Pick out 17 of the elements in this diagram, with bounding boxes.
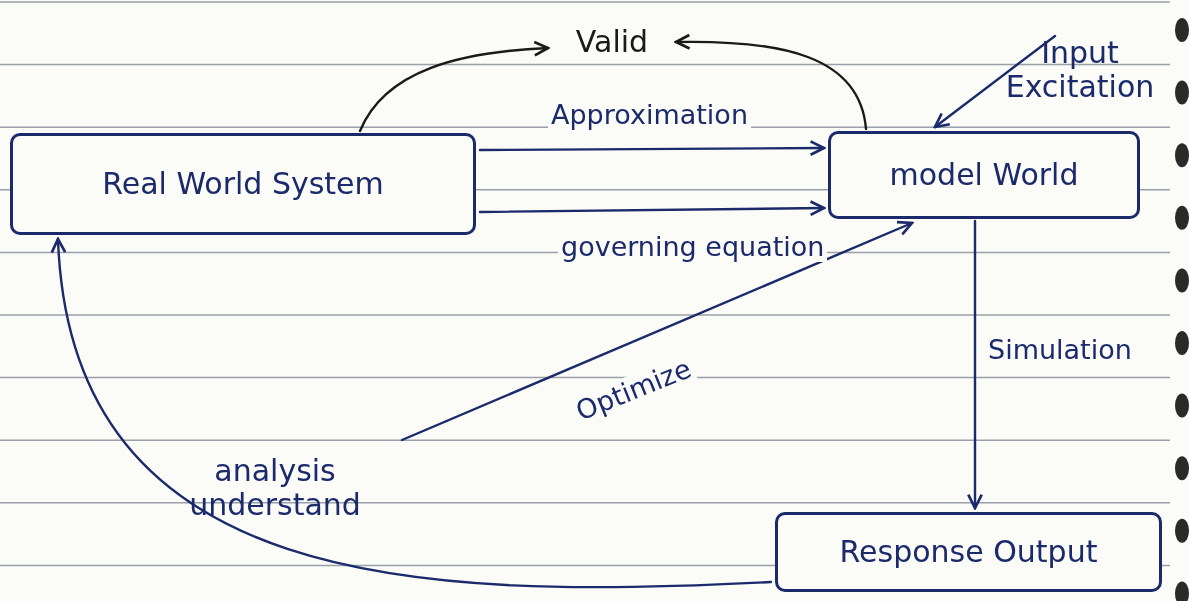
arrow [400,220,914,442]
arrow [966,219,984,510]
arrow [933,34,1057,129]
node-text: analysis understand [188,453,362,523]
process-box [10,133,476,235]
process-box [775,512,1162,592]
arrow [674,33,868,131]
box-label: model World [889,157,1079,193]
process-box [828,131,1140,219]
arrow [358,40,550,133]
arrow [478,140,826,157]
arrow [51,237,773,589]
box-label: Response Output [839,534,1098,570]
node-text: Input Excitation [1004,35,1156,105]
arrow [478,200,826,217]
node-text: Valid [575,24,649,60]
box-label: Real World System [102,166,384,202]
